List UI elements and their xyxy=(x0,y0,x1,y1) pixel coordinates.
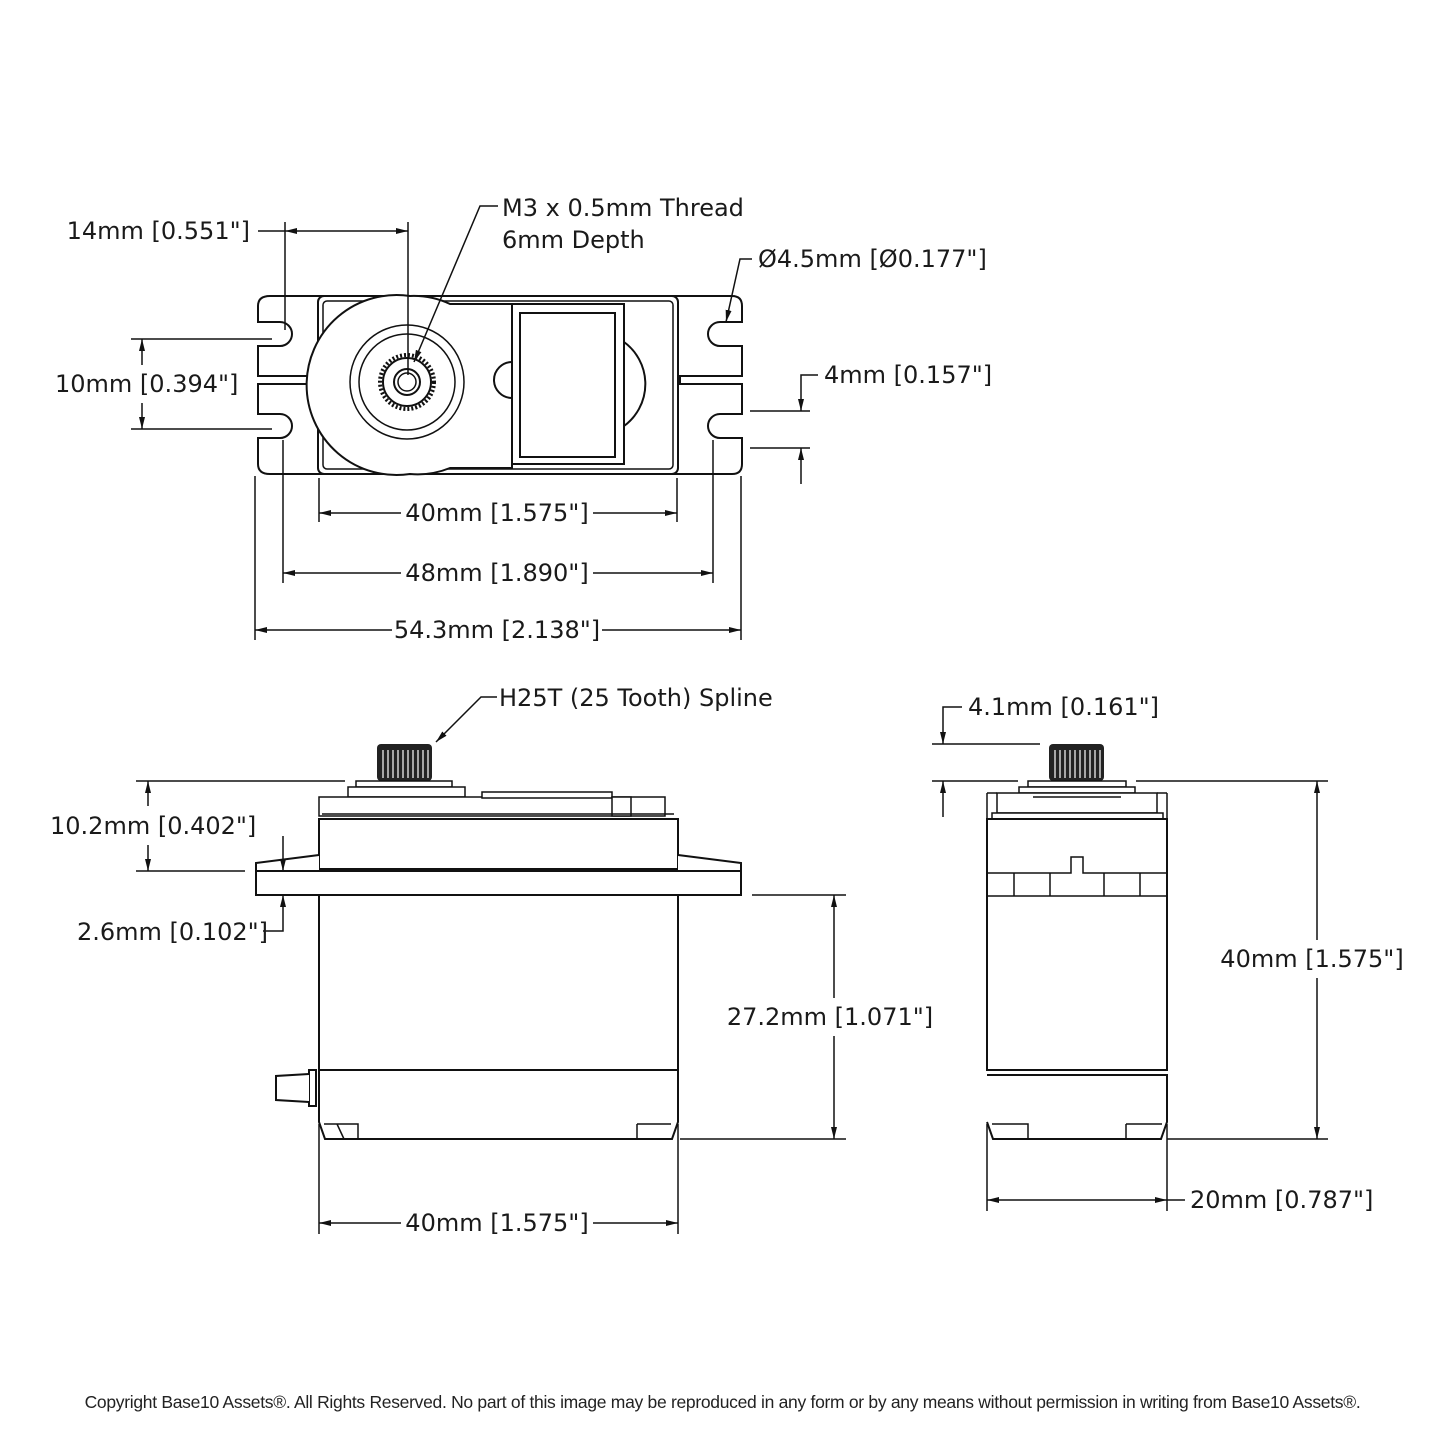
dim-front-body-width: 40mm [1.575"] xyxy=(405,1209,588,1237)
top-view-notch xyxy=(493,361,513,399)
side-view-flange-ribs xyxy=(1013,873,1141,896)
top-view-gear-boss xyxy=(305,294,513,476)
front-view-top-cover-tab xyxy=(611,796,632,817)
front-view-foot-left xyxy=(324,1123,359,1140)
dim-line xyxy=(263,895,286,932)
side-view-collar xyxy=(1027,780,1127,788)
dim-spline-height: 4.1mm [0.161"] xyxy=(968,693,1159,721)
side-view-collar-step xyxy=(1018,786,1136,794)
dim-slot-width: 4mm [0.157"] xyxy=(824,361,992,389)
dim-flange-thickness: 2.6mm [0.102"] xyxy=(77,918,268,946)
front-view-spline-base xyxy=(355,780,453,788)
front-view-spline xyxy=(377,744,432,781)
top-view-spline xyxy=(382,357,432,407)
callout-thread: M3 x 0.5mm Thread xyxy=(502,194,744,222)
top-view-label-window xyxy=(519,312,616,458)
dim-top-height: 10.2mm [0.402"] xyxy=(50,812,256,840)
side-view-flange-line xyxy=(987,856,1167,874)
top-view-output-ring-outer xyxy=(349,324,465,440)
dim-side-body-height: 40mm [1.575"] xyxy=(1220,945,1403,973)
top-view: 14mm [0.551"] M3 x 0.5mm Thread 6mm Dept… xyxy=(55,194,992,644)
top-view-spline-outer xyxy=(378,353,436,411)
side-view-bottom-case xyxy=(986,1074,1168,1140)
front-view-output-collar xyxy=(347,786,466,798)
front-view-foot-right xyxy=(636,1123,671,1139)
top-view-motor-bulge xyxy=(623,341,647,427)
side-view-feet xyxy=(992,1123,1162,1139)
front-view-bottom-case xyxy=(318,1069,679,1140)
side-view-top-cover xyxy=(996,792,1158,814)
front-view-top-cover-ridge xyxy=(481,791,613,799)
front-view-left-flange xyxy=(255,854,320,896)
dim-hole-spacing-vertical: 10mm [0.394"] xyxy=(55,370,238,398)
copyright-footer: Copyright Base10 Assets®. All Rights Res… xyxy=(84,1392,1361,1412)
side-view-cover-edges xyxy=(986,792,1168,819)
callout-hole-diameter: Ø4.5mm [Ø0.177"] xyxy=(758,245,987,273)
dim-overall-length: 54.3mm [2.138"] xyxy=(394,616,600,644)
top-view-label-frame xyxy=(511,303,625,465)
spline-leader xyxy=(435,696,497,743)
side-view-body xyxy=(986,818,1168,1071)
side-view-spline-teeth xyxy=(1054,750,1101,778)
front-view-upper-body xyxy=(318,818,679,870)
dim-top-body-width: 40mm [1.575"] xyxy=(405,499,588,527)
top-view-output-ring-inner xyxy=(358,333,456,431)
callout-spline: H25T (25 Tooth) Spline xyxy=(499,684,773,712)
dim-line xyxy=(940,706,962,744)
dim-line xyxy=(798,374,818,411)
top-view-screw-hole xyxy=(393,368,421,396)
front-view-lower-body xyxy=(318,894,679,1071)
hole-leader xyxy=(725,258,752,323)
dim-side-body-depth: 20mm [0.787"] xyxy=(1190,1186,1373,1214)
front-view-grommet-flange xyxy=(308,1069,317,1107)
front-view-spline-teeth xyxy=(382,750,429,778)
front-view-grommet xyxy=(275,1073,310,1103)
dim-bottom-height: 27.2mm [1.071"] xyxy=(727,1003,933,1031)
side-view: 4.1mm [0.161"] 40mm [1.575"] 20mm [0.787… xyxy=(932,693,1404,1214)
top-view-screw-hole-inner xyxy=(397,372,417,392)
front-view: H25T (25 Tooth) Spline 10.2mm [0.402"] 2… xyxy=(50,684,933,1237)
thread-leader xyxy=(413,205,498,363)
front-view-right-flange xyxy=(677,854,742,896)
top-view-flange-outline xyxy=(257,295,743,475)
side-view-spline xyxy=(1049,744,1104,781)
dim-hole-spacing-horizontal: 48mm [1.890"] xyxy=(405,559,588,587)
dim-spline-offset: 14mm [0.551"] xyxy=(67,217,250,245)
callout-thread-depth: 6mm Depth xyxy=(502,226,645,254)
